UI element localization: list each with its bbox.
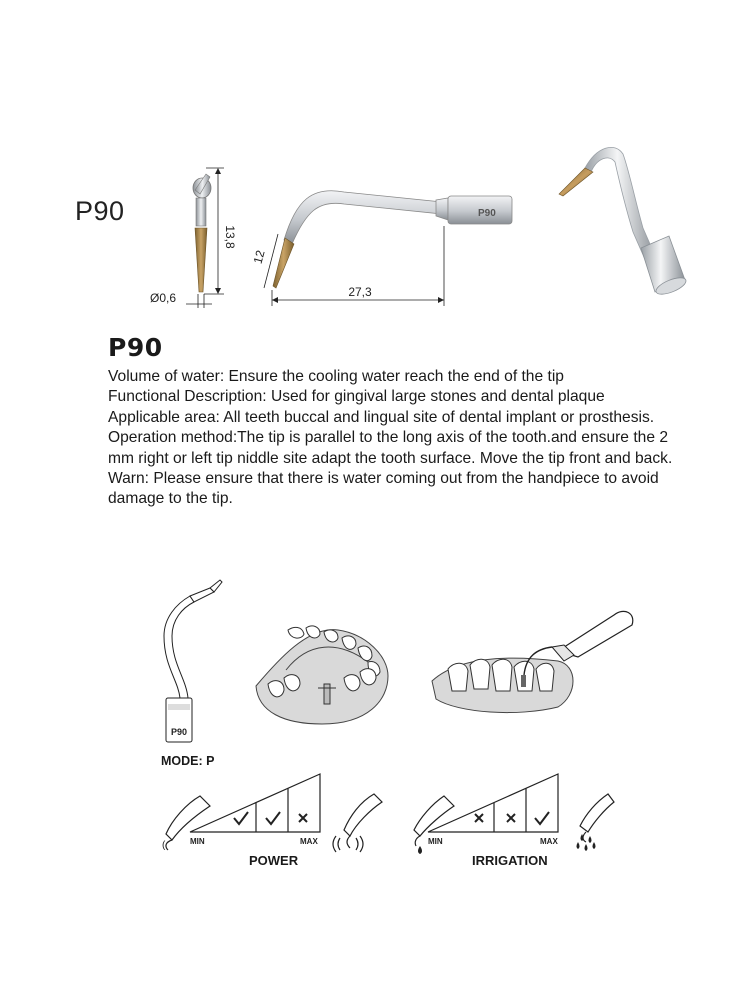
illustration-tip-engraving: P90 [171, 727, 187, 737]
irrigation-low-cross-icon [474, 813, 484, 823]
description-warning: Warn: Please ensure that there is water … [108, 470, 659, 508]
description-function: Functional Description: Used for gingiva… [108, 388, 605, 406]
model-label: P90 [75, 196, 125, 226]
product-heading: P90 [108, 333, 163, 362]
tip-3d-render [558, 146, 687, 295]
power-mid-check-icon [265, 811, 281, 826]
power-max-label: MAX [300, 837, 318, 846]
power-setting-graphic: ( MIN MAX [162, 773, 383, 853]
tip-side-view-drawing: 13,8 Ø0,6 [150, 167, 237, 308]
irrigation-setting-graphic: MIN MAX [413, 773, 615, 854]
svg-text:(: ( [162, 840, 166, 851]
irrigation-mid-cross-icon [506, 813, 516, 823]
tip-engraving-label: P90 [478, 208, 496, 219]
power-high-cross-icon [298, 813, 308, 823]
angle-side-dimension-label: 12 [252, 248, 268, 265]
power-low-check-icon [233, 811, 249, 826]
irrigation-high-check-icon [534, 811, 550, 826]
irrigation-caption: IRRIGATION [472, 853, 548, 868]
height-dimension-label: 13,8 [223, 225, 237, 249]
mode-label: MODE: P [161, 754, 215, 768]
product-description: Volume of water: Ensure the cooling wate… [108, 367, 688, 510]
description-applicable-area: Applicable area: All teeth buccal and li… [108, 408, 655, 426]
length-dimension-label: 27,3 [348, 285, 372, 299]
diameter-dimension-label: Ø0,6 [150, 291, 176, 305]
power-caption: POWER [249, 853, 299, 868]
description-operation-method: Operation method:The tip is parallel to … [108, 429, 673, 467]
irrigation-max-label: MAX [540, 837, 558, 846]
irrigation-min-label: MIN [428, 837, 443, 846]
tip-line-illustration: P90 [163, 579, 223, 743]
scaling-in-use-illustration [431, 610, 634, 713]
power-min-label: MIN [190, 837, 205, 846]
description-water: Volume of water: Ensure the cooling wate… [108, 368, 564, 385]
jaw-implant-illustration [255, 625, 389, 725]
tip-profile-drawing: P90 12 27,3 [252, 190, 513, 306]
